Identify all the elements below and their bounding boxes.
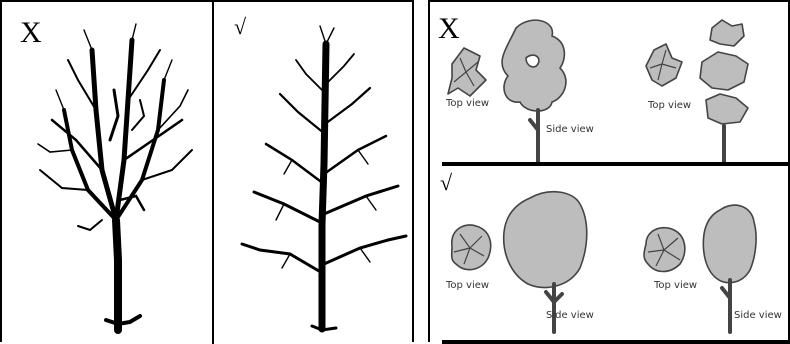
- label-side-view-1: Side view: [546, 124, 594, 135]
- side-view-crown-even: [504, 192, 587, 288]
- side-view-crown-with-hole: [502, 20, 566, 111]
- right-panel: X √: [428, 0, 790, 342]
- side-view-crown-tiered-low: [706, 94, 748, 124]
- label-top-view-2: Top view: [648, 100, 691, 111]
- crown-shape-diagrams: [430, 2, 790, 344]
- good-tree-silhouette: [240, 24, 410, 334]
- label-side-view-2: Side view: [546, 310, 594, 321]
- label-top-view-4: Top view: [654, 280, 697, 291]
- left-divider: [212, 2, 214, 344]
- label-top-view-3: Top view: [446, 280, 489, 291]
- bad-tree-silhouette: [32, 20, 202, 335]
- label-top-view-1: Top view: [446, 98, 489, 109]
- left-panel: X √: [0, 0, 414, 342]
- side-view-crown-tiered-top: [710, 20, 744, 46]
- side-view-crown-tiered-mid: [700, 52, 748, 90]
- top-view-irregular-1: [448, 48, 486, 96]
- label-side-view-3: Side view: [734, 310, 782, 321]
- side-view-crown-even-2: [703, 205, 756, 283]
